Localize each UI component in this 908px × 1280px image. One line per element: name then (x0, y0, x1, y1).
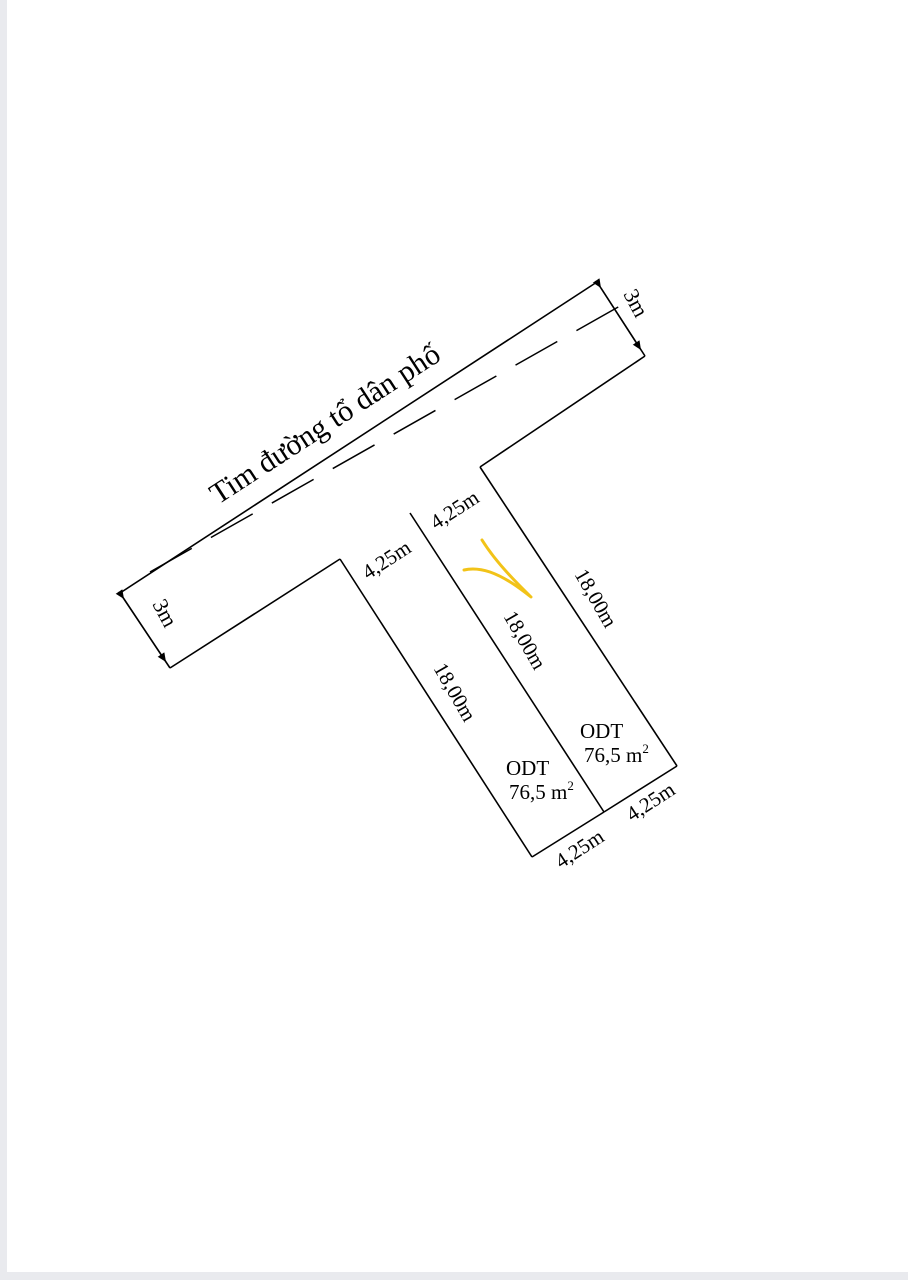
lot-left-side-label: 18,00m (429, 659, 482, 726)
lot-right-back-label: 4,25m (622, 777, 680, 826)
lot-right-area-sup: 2 (642, 741, 649, 756)
lot-right-side-inner-label: 18,00m (499, 607, 552, 674)
lot-right-outer-side (479, 466, 678, 767)
road-outline (119, 281, 646, 669)
lot-right-side-outer-label: 18,00m (570, 565, 623, 632)
lot-left-back (531, 811, 605, 858)
road-width-right-label: 3m (619, 285, 654, 322)
lot-left-outer-side (339, 558, 533, 858)
left-width-arrow (115, 589, 167, 663)
lot-left-area: 76,5 m2 (509, 778, 574, 804)
page-left-edge (0, 0, 7, 1280)
road-top-edge (119, 281, 598, 594)
lots-outline (339, 466, 678, 858)
yellow-check-mark-icon (462, 538, 533, 599)
page-bottom-edge (0, 1272, 908, 1280)
road-width-left-label: 3m (148, 595, 183, 632)
lot-left-back-label: 4,25m (551, 824, 609, 873)
lot-divider (409, 512, 605, 813)
lot-left-land-type: ODT (506, 756, 549, 780)
lot-right-front-label: 4,25m (426, 485, 484, 534)
lot-right-land-type: ODT (580, 719, 623, 743)
road-centerline (149, 305, 621, 573)
lot-right-back (603, 765, 678, 813)
lot-right-area: 76,5 m2 (584, 741, 649, 767)
lot-left-area-sup: 2 (567, 778, 574, 793)
lot-left-front-label: 4,25m (358, 535, 416, 584)
road-bottom-edge-left (169, 558, 341, 669)
right-width-arrow (592, 278, 642, 351)
lot-left-area-value: 76,5 m (509, 780, 567, 804)
lot-right-area-value: 76,5 m (584, 743, 642, 767)
road-bottom-edge-right (479, 355, 646, 468)
